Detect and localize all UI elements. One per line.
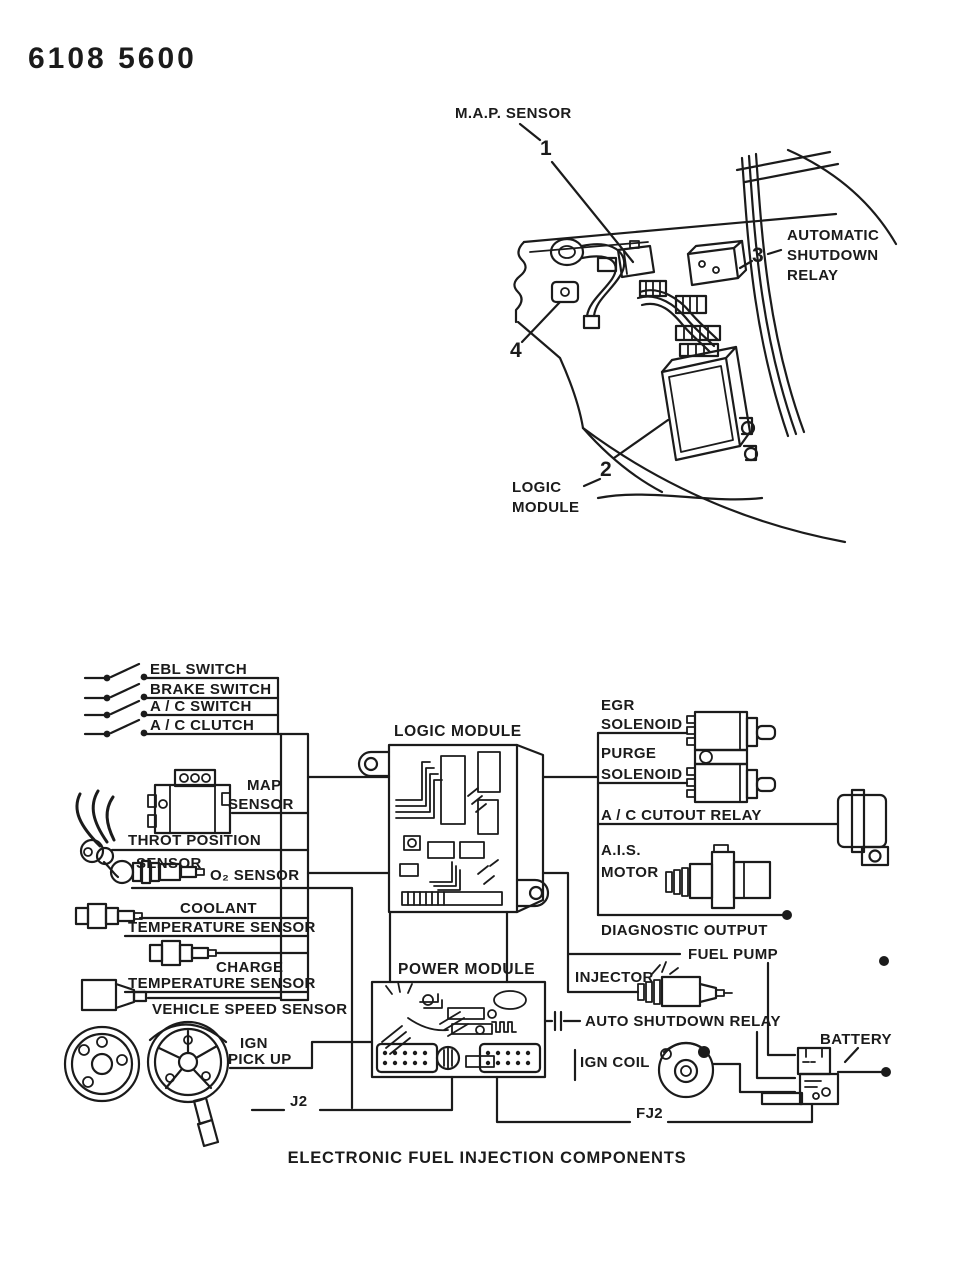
ac-cutout-label: A / C CUTOUT RELAY	[601, 807, 762, 824]
logic-module-schematic	[357, 743, 550, 914]
vehicle-speed-sensor-drawing	[80, 978, 148, 1012]
fuel-pump-label: FUEL PUMP	[688, 946, 778, 963]
ign-pickup-label-line1: IGN	[240, 1035, 268, 1052]
power-module-schematic	[370, 980, 547, 1079]
cowl-outline	[513, 212, 847, 544]
connector-pins-left	[382, 1050, 428, 1066]
charge-sensor-drawing	[148, 939, 217, 967]
callout-1: 1	[540, 137, 552, 160]
throttle-label-line1: THROT POSITION	[128, 832, 261, 849]
ac-clutch-label: A / C CLUTCH	[150, 717, 254, 734]
ign-coil-drawing	[657, 1041, 715, 1099]
asd-relay-label-line2: SHUTDOWN	[787, 247, 879, 264]
a-pillar-lines	[735, 148, 898, 438]
asd-relay-label: AUTO SHUTDOWN RELAY	[585, 1013, 781, 1030]
harness-drawing	[636, 279, 722, 358]
brake-switch-label: BRAKE SWITCH	[150, 681, 271, 698]
egr-label-line1: EGR	[601, 697, 635, 714]
diagnostic-label: DIAGNOSTIC OUTPUT	[601, 922, 768, 939]
callout-2: 2	[600, 458, 612, 481]
asd-relay-label-line1: AUTOMATIC	[787, 227, 879, 244]
callout-3: 3	[752, 244, 764, 267]
logic-module-callout-line1: LOGIC	[512, 479, 562, 496]
vehicle-speed-label: VEHICLE SPEED SENSOR	[152, 1001, 348, 1018]
ign-coil-label: IGN COIL	[580, 1054, 650, 1071]
top-illustration: M.A.P. SENSOR 1 3 AUTOMATIC SHUTDOWN REL…	[455, 105, 898, 544]
injector-label: INJECTOR	[575, 969, 654, 986]
battery-label: BATTERY	[820, 1031, 892, 1048]
pulley-drawing	[63, 1025, 141, 1103]
ign-pickup-wire	[228, 1040, 374, 1070]
injector-drawing	[637, 961, 733, 1008]
switch-symbols	[83, 662, 148, 738]
fj2-label: FJ2	[636, 1105, 663, 1122]
j2-label: J2	[290, 1093, 308, 1110]
battery-terminal-dot	[881, 1067, 891, 1077]
charge-label-line2: TEMPERATURE SENSOR	[128, 975, 316, 992]
harness-clip-drawing	[550, 280, 580, 304]
map-sensor-drawing	[596, 240, 656, 279]
doc-number: 6108 5600	[28, 42, 197, 75]
asd-relay-label-line3: RELAY	[787, 267, 838, 284]
ac-switch-label: A / C SWITCH	[150, 698, 252, 715]
schematic-diagram: EBL SWITCH BRAKE SWITCH A / C SWITCH A /…	[63, 661, 892, 1148]
coolant-sensor-drawing	[74, 902, 143, 930]
coolant-label-line1: COOLANT	[180, 900, 257, 917]
coolant-label-line2: TEMPERATURE SENSOR	[128, 919, 316, 936]
asd-feed-wire	[755, 1030, 797, 1080]
ac-cutout-relay-drawing	[836, 788, 890, 867]
j2-wire	[250, 1075, 454, 1112]
splice-symbol	[553, 1010, 563, 1032]
power-module-label: POWER MODULE	[398, 961, 535, 978]
callout-4: 4	[510, 339, 522, 362]
ign-pickup-label-line2: PICK UP	[228, 1051, 292, 1068]
fj2-wire	[495, 1075, 814, 1124]
fuel-pump-feed-wire	[766, 961, 797, 1057]
asd-relay-drawing	[686, 239, 748, 287]
battery-pointer-line	[843, 1046, 860, 1064]
logic-module-callout-line2: MODULE	[512, 499, 579, 516]
module-interconnect-wires	[388, 910, 509, 984]
map-sensor-schematic-drawing	[147, 768, 232, 835]
throttle-sensor-drawing	[75, 789, 120, 879]
grommet-drawing	[549, 237, 626, 330]
logic-module-drawing	[660, 345, 759, 462]
o2-sensor-label: O₂ SENSOR	[210, 867, 299, 884]
battery-terminal-drawing	[760, 1046, 840, 1106]
switch-wires	[141, 676, 283, 736]
purge-label-line2: SOLENOID	[601, 766, 683, 783]
figure-caption: ELECTRONIC FUEL INJECTION COMPONENTS	[288, 1149, 687, 1167]
egr-purge-solenoid-drawing	[686, 710, 777, 804]
distributor-drawing	[146, 1020, 230, 1148]
leader-lines	[518, 122, 783, 488]
connector-pins-right	[485, 1050, 531, 1066]
ebl-switch-label: EBL SWITCH	[150, 661, 247, 678]
o2-sensor-drawing	[109, 859, 205, 885]
map-label-line1: MAP	[247, 777, 282, 794]
egr-label-line2: SOLENOID	[601, 716, 683, 733]
diagnostic-terminal-dot	[782, 910, 792, 920]
ais-motor-drawing	[665, 844, 772, 910]
purge-label-line1: PURGE	[601, 745, 656, 762]
ais-label-line1: A.I.S.	[601, 842, 641, 859]
charge-label-line1: CHARGE	[216, 959, 283, 976]
fuel-pump-terminal-dot	[879, 956, 889, 966]
logic-module-label: LOGIC MODULE	[394, 723, 522, 740]
ais-label-line2: MOTOR	[601, 864, 659, 881]
map-sensor-callout-label: M.A.P. SENSOR	[455, 105, 572, 122]
left-bus	[110, 732, 391, 1110]
fuel-injector-wires	[541, 871, 682, 994]
map-label-line2: SENSOR	[228, 796, 294, 813]
